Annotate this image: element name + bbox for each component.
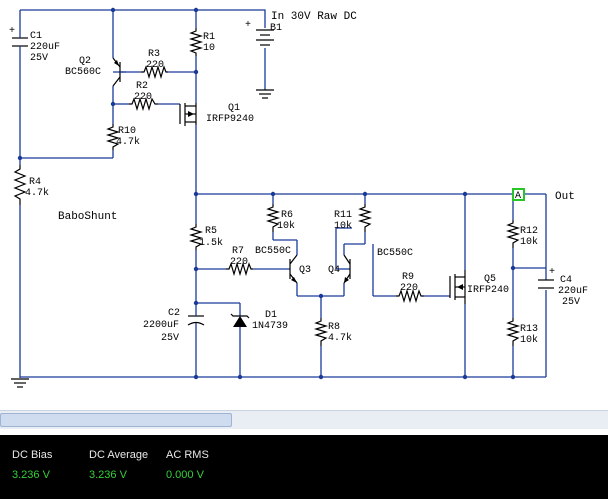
mosfet-q1[interactable]: Q1 IRFP9240 [179, 103, 254, 126]
meter-value: 3.236 V [12, 469, 50, 481]
resistor-r8[interactable]: R8 4.7k [313, 318, 352, 346]
node-label: A [515, 191, 521, 202]
battery-b1[interactable]: B1 + In 30V Raw DC [245, 11, 357, 46]
r11-ref: R11 [334, 210, 352, 221]
resistor-r5[interactable]: R5 1.5k [188, 224, 223, 250]
capacitor-c1[interactable]: + C1 220uF 25V [9, 26, 60, 64]
wires [19, 9, 547, 378]
circuit-name: BaboShunt [58, 211, 117, 223]
meter-value: 0.000 V [166, 469, 204, 481]
q1-ref: Q1 [228, 103, 240, 114]
r11-value: 10k [334, 220, 352, 232]
resistor-r9[interactable]: R9 220 [396, 272, 424, 304]
r12-value: 10k [520, 236, 538, 248]
r2-ref: R2 [136, 81, 148, 92]
meter-value: 3.236 V [89, 469, 127, 481]
resistor-r4[interactable]: R4 4.7k [13, 165, 49, 205]
d1-ref: D1 [265, 310, 277, 321]
r9-value: 220 [400, 283, 418, 294]
c1-plus: + [9, 26, 15, 37]
transistor-q3[interactable]: BC550C Q3 [255, 246, 311, 284]
resistor-r1[interactable]: R1 10 [188, 28, 215, 56]
c1-value: 220uF [30, 42, 60, 53]
r13-value: 10k [520, 334, 538, 346]
resistor-r10[interactable]: R10 4.7k [105, 124, 140, 150]
resistor-r7[interactable]: R7 220 [226, 246, 253, 277]
r10-value: 4.7k [116, 136, 140, 148]
resistor-r13[interactable]: R13 10k [505, 318, 538, 346]
r1-ref: R1 [203, 32, 215, 43]
q5-part: IRFP240 [467, 285, 509, 296]
junction-dots [17, 7, 516, 380]
meter-dc-average: DC Average 3.236 V [89, 449, 148, 481]
transistor-q2[interactable]: Q2 BC560C [65, 56, 126, 87]
c1-voltage: 25V [30, 53, 48, 64]
probe-node-a[interactable]: A [512, 188, 525, 202]
q2-ref: Q2 [79, 56, 91, 67]
q4-ref: Q4 [328, 265, 340, 276]
r2-value: 220 [134, 92, 152, 103]
scrollbar-thumb[interactable] [0, 413, 232, 427]
c4-plus: + [549, 267, 555, 278]
meter-label: DC Bias [12, 449, 53, 461]
r5-value: 1.5k [199, 237, 223, 249]
meter-label: AC RMS [166, 449, 209, 461]
c4-value: 220uF [558, 286, 588, 297]
resistor-r2[interactable]: R2 220 [129, 81, 158, 112]
capacitor-c2[interactable]: C2 2200uF 25V [143, 303, 205, 344]
c4-voltage: 25V [562, 297, 580, 308]
r6-value: 10k [277, 220, 295, 232]
meter-ac-rms: AC RMS 0.000 V [166, 449, 209, 481]
c1-ref: C1 [30, 31, 42, 42]
q4-part: BC550C [377, 248, 413, 259]
q2-part: BC560C [65, 67, 101, 78]
c2-value: 2200uF [143, 320, 179, 331]
zener-diode-d1[interactable]: D1 1N4739 [230, 310, 288, 332]
output-label: Out [555, 191, 575, 203]
r7-ref: R7 [232, 246, 244, 257]
r3-ref: R3 [148, 49, 160, 60]
r7-value: 220 [230, 257, 248, 268]
c2-ref: C2 [168, 308, 180, 319]
resistor-r12[interactable]: R12 10k [505, 220, 538, 248]
r9-ref: R9 [402, 272, 414, 283]
input-label: In 30V Raw DC [271, 11, 357, 23]
b1-ref: B1 [270, 23, 282, 34]
c4-ref: C4 [560, 275, 572, 286]
r10-ref: R10 [118, 126, 136, 137]
r8-ref: R8 [328, 322, 340, 333]
q5-ref: Q5 [484, 274, 496, 285]
b1-plus: + [245, 20, 251, 31]
r1-value: 10 [203, 43, 215, 54]
r12-ref: R12 [520, 226, 538, 237]
r4-ref: R4 [29, 177, 41, 188]
capacitor-c4[interactable]: + C4 220uF 25V [538, 267, 588, 308]
q1-part: IRFP9240 [206, 114, 254, 125]
r13-ref: R13 [520, 324, 538, 335]
resistor-r3[interactable]: R3 220 [141, 49, 168, 80]
d1-part: 1N4739 [252, 321, 288, 332]
c2-voltage: 25V [161, 333, 179, 344]
transistor-q4[interactable]: Q4 BC550C [328, 248, 413, 284]
r5-ref: R5 [205, 226, 217, 237]
ground-icon [11, 89, 274, 388]
schematic-canvas[interactable]: + C1 220uF 25V B1 + In 30V Raw DC R1 10 … [0, 0, 608, 410]
q3-part: BC550C [255, 246, 291, 257]
horizontal-scrollbar[interactable] [0, 410, 608, 429]
meter-label: DC Average [89, 449, 149, 461]
r6-ref: R6 [281, 210, 293, 221]
resistor-r11[interactable]: R11 10k [334, 204, 373, 232]
meter-dc-bias: DC Bias 3.236 V [12, 449, 52, 481]
r3-value: 220 [146, 60, 164, 71]
r4-value: 4.7k [25, 187, 49, 199]
mosfet-q5[interactable]: Q5 IRFP240 [449, 270, 509, 304]
resistor-r6[interactable]: R6 10k [265, 204, 295, 232]
measurement-panel: DC Bias 3.236 V DC Average 3.236 V AC RM… [0, 435, 608, 499]
r8-value: 4.7k [328, 332, 352, 344]
q3-ref: Q3 [299, 265, 311, 276]
